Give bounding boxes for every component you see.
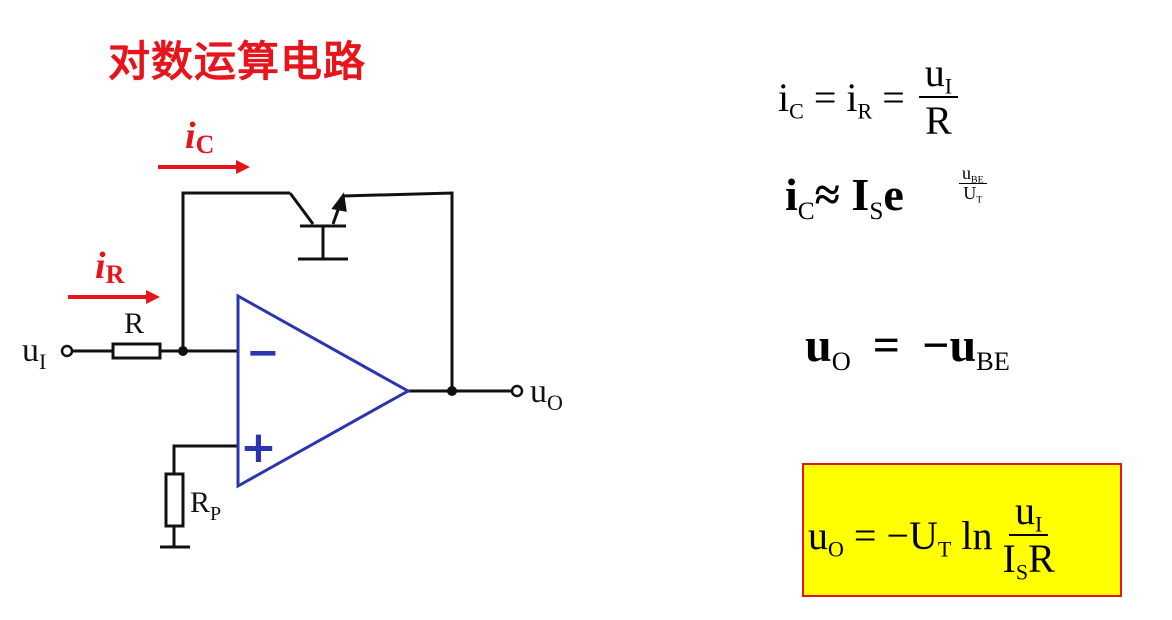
log-amplifier-circuit: iC iR R RP uI uO <box>22 115 563 549</box>
ic-label: iC <box>185 115 214 159</box>
equation-result: uO = −UT ln uI ISR <box>808 488 1055 585</box>
equation-current-equality: iC = iR = uI R <box>778 52 962 142</box>
transistor <box>288 192 348 261</box>
junction-dot <box>447 386 457 396</box>
equation-diode-current: iC≈ ISe uBE UT <box>785 164 987 223</box>
output-label: uO <box>530 373 563 415</box>
exponent-fraction: uBE UT <box>955 164 991 205</box>
ic-arrow <box>158 160 250 174</box>
opamp-minus-sign: − <box>246 330 280 376</box>
opamp-triangle <box>236 293 412 489</box>
junction-dot <box>178 346 188 356</box>
input-label: uI <box>22 332 46 374</box>
resistor-rp <box>164 472 185 528</box>
r-label: R <box>124 307 144 340</box>
equation-output-vbe: uO = −uBE <box>805 319 1010 377</box>
ir-label: iR <box>95 245 125 289</box>
opamp-plus-sign: + <box>240 422 277 473</box>
input-terminal <box>60 344 74 358</box>
output-terminal <box>510 384 524 398</box>
result-highlight-box <box>802 463 1122 597</box>
wires <box>72 191 512 549</box>
rp-label: RP <box>190 486 221 525</box>
resistor-r <box>111 342 162 360</box>
page-title: 对数运算电路 <box>108 37 367 86</box>
ir-arrow <box>68 290 160 304</box>
